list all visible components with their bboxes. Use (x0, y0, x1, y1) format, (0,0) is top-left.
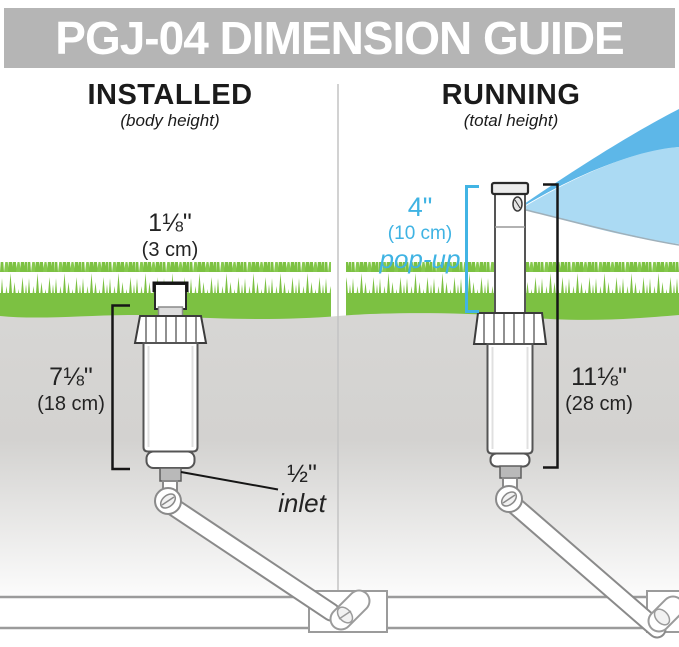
page-title: PGJ-04 DIMENSION GUIDE (55, 12, 624, 64)
left-cap (154, 283, 187, 310)
water-spray (524, 109, 679, 246)
left-sprinkler (133, 283, 208, 515)
right-sprinkler (472, 181, 548, 513)
pop-up-bracket (465, 185, 479, 313)
installed-title: INSTALLED (87, 79, 253, 111)
right-body (486, 343, 534, 455)
inlet-label: ½" inlet (278, 460, 326, 518)
right-swing-pipe (503, 494, 679, 639)
right-inlet (499, 465, 522, 479)
left-body-base (145, 450, 196, 469)
right-body-base (489, 452, 531, 468)
left-swing-pipe (162, 496, 371, 631)
total-height-label: 11⅛" (28 cm) (565, 363, 633, 415)
cap-width-bracket (152, 281, 189, 292)
body-height-bracket (111, 304, 130, 471)
right-riser-cap (490, 181, 530, 196)
body-height-label: 7⅛" (18 cm) (37, 363, 105, 415)
left-inlet (159, 467, 182, 482)
running-heading: RUNNING (total height) (371, 80, 651, 131)
running-subtitle: (total height) (463, 111, 559, 131)
right-collar (472, 312, 548, 345)
title-banner: PGJ-04 DIMENSION GUIDE (4, 8, 675, 68)
left-body (142, 342, 199, 453)
running-title: RUNNING (441, 79, 581, 111)
installed-heading: INSTALLED (body height) (30, 80, 310, 131)
left-collar (133, 315, 208, 344)
left-neck (157, 306, 184, 317)
cap-width-label: 1⅛" (3 cm) (141, 209, 199, 261)
inlet-pointer-line (180, 471, 279, 491)
pop-up-label: 4" (10 cm) pop-up (379, 192, 461, 275)
total-height-bracket (543, 183, 559, 469)
installed-subtitle: (body height) (120, 111, 220, 131)
